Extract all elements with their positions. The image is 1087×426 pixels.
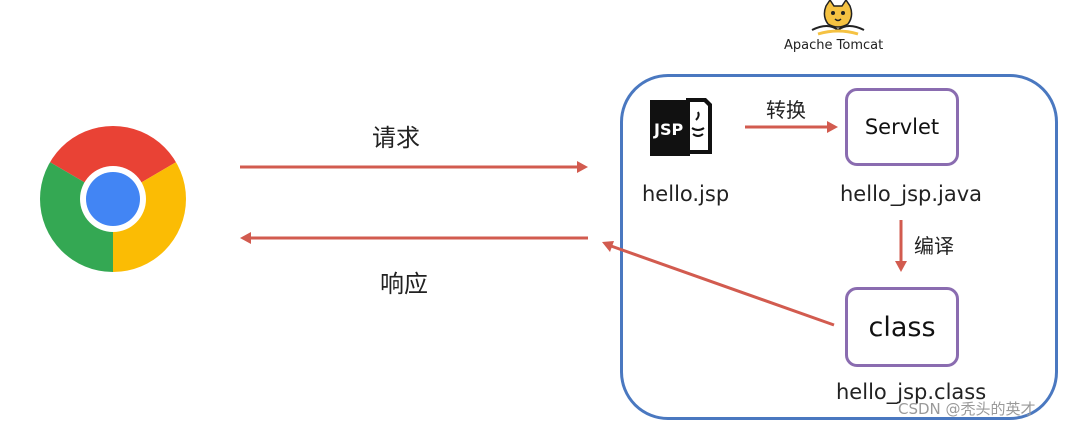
servlet-box: Servlet — [845, 88, 959, 166]
response-label: 响应 — [380, 270, 428, 298]
jsp-icon-text: JSP — [653, 120, 683, 139]
class-box: class — [845, 287, 959, 367]
tomcat-label: Apache Tomcat — [784, 38, 884, 53]
servlet-filename: hello_jsp.java — [840, 182, 983, 206]
request-label: 请求 — [372, 124, 420, 152]
jsp-filename: hello.jsp — [642, 182, 730, 206]
class-box-label: class — [868, 311, 936, 343]
chrome-icon — [40, 126, 186, 272]
jsp-file-icon: JSP — [650, 98, 712, 156]
watermark: CSDN @秃头的英才 — [898, 400, 1036, 418]
tomcat-logo-icon — [811, 0, 865, 36]
compile-label: 编译 — [914, 234, 954, 258]
tomcat-container — [620, 74, 1058, 420]
class-filename: hello_jsp.class — [836, 380, 987, 404]
return-arrow — [610, 244, 835, 327]
servlet-box-label: Servlet — [864, 115, 940, 139]
convert-label: 转换 — [766, 98, 806, 122]
